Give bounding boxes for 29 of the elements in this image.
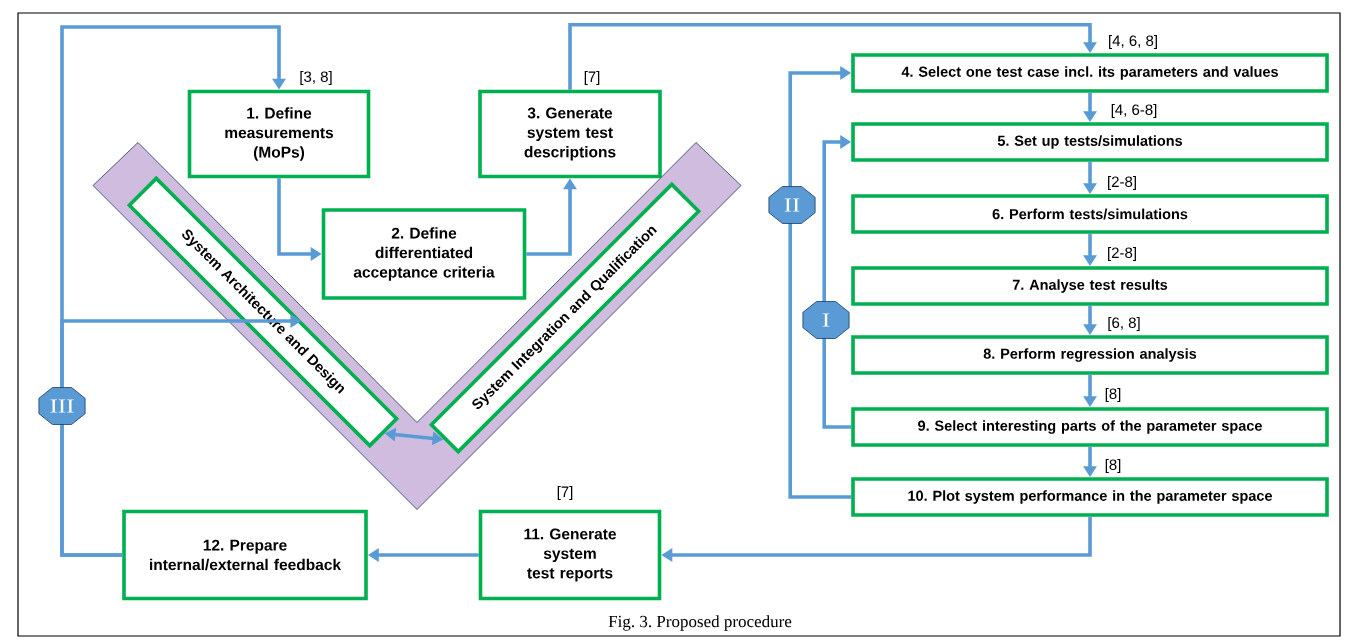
- process-box: 11. Generate system test reports: [478, 509, 662, 601]
- process-box: 1. Define measurements (MoPs): [187, 89, 371, 179]
- reference-label: [4, 6-8]: [1111, 104, 1157, 118]
- reference-label: [8]: [1105, 388, 1121, 402]
- roman-numeral-octagon: III: [38, 387, 86, 425]
- process-box: 12. Prepare internal/external feedback: [122, 509, 368, 601]
- roman-numeral-octagon: I: [802, 301, 850, 339]
- process-box: 9. Select interesting parts of the parameter space: [851, 407, 1329, 447]
- reference-label: [2-8]: [1108, 247, 1136, 261]
- process-box: 8. Perform regression analysis: [851, 335, 1329, 375]
- process-box: 2. Define differentiated acceptance criteria: [321, 208, 527, 300]
- reference-label: [4, 6, 8]: [1109, 35, 1157, 49]
- figure-caption: Fig. 3. Proposed procedure: [608, 615, 792, 631]
- process-box: 7. Analyse test results: [851, 266, 1329, 306]
- process-box: 10. Plot system performance in the parameter space: [851, 477, 1329, 517]
- roman-numeral-octagon: II: [768, 186, 816, 224]
- process-box: 4. Select one test case incl. its parameters and values: [851, 53, 1329, 93]
- connector-arrow: [568, 22, 1097, 90]
- reference-label: [6, 8]: [1108, 317, 1140, 331]
- process-box: 3. Generate system test descriptions: [478, 89, 662, 179]
- reference-label: [7]: [584, 71, 600, 85]
- process-box: 6. Perform tests/simulations: [851, 194, 1329, 234]
- reference-label: [3, 8]: [300, 71, 332, 85]
- connector-arrow: [788, 66, 852, 499]
- reference-label: [8]: [1105, 459, 1121, 473]
- connector-arrow: [822, 135, 852, 429]
- reference-label: [7]: [557, 486, 573, 500]
- process-box: 5. Set up tests/simulations: [851, 122, 1329, 162]
- reference-label: [2-8]: [1108, 176, 1136, 190]
